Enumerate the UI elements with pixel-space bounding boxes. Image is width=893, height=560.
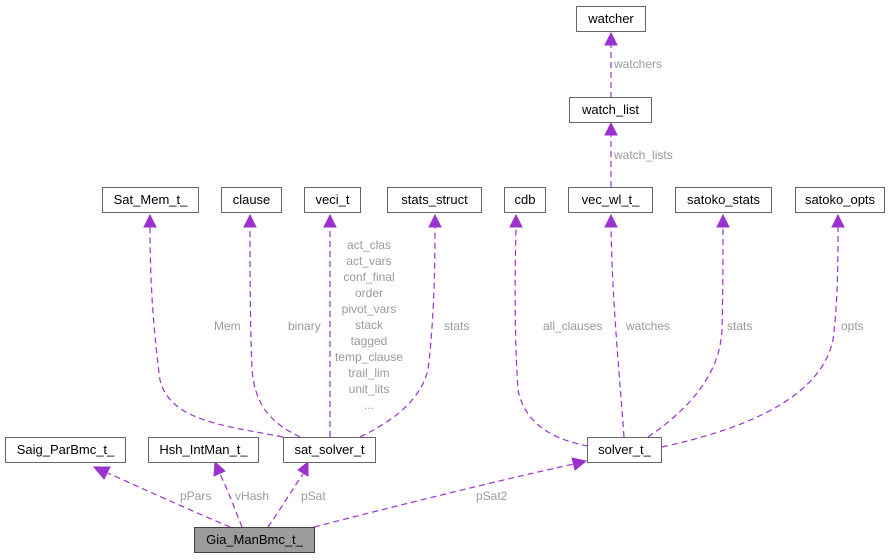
node-saig-parbmc[interactable]: Saig_ParBmc_t_ [5,437,126,463]
label-veci-field-temp-clause: temp_clause [335,350,403,364]
label-binary: binary [288,319,321,333]
label-veci-field-trail-lim: trail_lim [348,366,389,380]
label-watchers: watchers [613,57,662,71]
node-gia-manbmc-label: Gia_ManBmc_t_ [206,532,304,547]
node-saig-parbmc-label: Saig_ParBmc_t_ [17,442,115,457]
label-psat: pSat [301,489,326,503]
edge-gia-to-saig [92,466,231,528]
label-veci-field-ellipsis: ... [364,398,374,412]
label-psat2: pSat2 [476,489,508,503]
edge-vec-wl-to-watch-list [604,121,618,187]
node-veci[interactable]: veci_t [304,187,361,213]
node-cdb-label: cdb [515,192,536,207]
edge-solver-to-satoko-opts [661,213,845,448]
node-satoko-opts-label: satoko_opts [805,192,876,207]
node-watcher[interactable]: watcher [576,6,646,32]
edge-solver-to-satoko-stats [647,213,730,438]
node-satoko-opts[interactable]: satoko_opts [795,187,885,213]
edge-solver-to-vec-wl [604,213,625,438]
edge-gia-to-hsh [213,460,243,528]
edge-sat-solver-to-sat-mem [143,213,284,438]
label-veci-field-stack: stack [355,318,384,332]
node-sat-solver[interactable]: sat_solver_t [283,437,376,463]
node-vec-wl[interactable]: vec_wl_t_ [568,187,653,213]
node-hsh-intman-label: Hsh_IntMan_t_ [159,442,248,457]
label-vhash: vHash [235,489,269,503]
edge-gia-to-sat-solver [267,460,309,528]
label-veci-field-conf-final: conf_final [343,270,394,284]
node-hsh-intman[interactable]: Hsh_IntMan_t_ [148,437,259,463]
node-satoko-stats-label: satoko_stats [687,192,760,207]
label-mem: Mem [214,319,241,333]
label-veci-field-pivot-vars: pivot_vars [342,302,397,316]
node-clause-label: clause [233,192,271,207]
node-clause[interactable]: clause [221,187,282,213]
label-all-clauses: all_clauses [543,319,602,333]
label-stats-sat: stats [444,319,469,333]
node-veci-label: veci_t [316,192,350,207]
label-watch-lists: watch_lists [613,148,673,162]
node-watch-list[interactable]: watch_list [569,97,652,123]
node-sat-solver-label: sat_solver_t [294,442,364,457]
node-solver[interactable]: solver_t_ [587,437,662,463]
label-ppars: pPars [180,489,211,503]
label-stats-solver: stats [727,319,752,333]
node-stats-struct[interactable]: stats_struct [387,187,482,213]
label-veci-field-tagged: tagged [351,334,388,348]
edge-solver-to-cdb [509,213,589,447]
label-veci-field-order: order [355,286,383,300]
node-cdb[interactable]: cdb [504,187,546,213]
node-satoko-stats[interactable]: satoko_stats [675,187,772,213]
edge-sat-solver-to-veci [323,213,337,437]
node-vec-wl-label: vec_wl_t_ [582,192,641,207]
edge-gia-to-solver [313,457,588,528]
label-veci-field-act-vars: act_vars [346,254,391,268]
node-watcher-label: watcher [587,11,634,26]
node-sat-mem-label: Sat_Mem_t_ [114,192,188,207]
node-sat-mem[interactable]: Sat_Mem_t_ [102,187,199,213]
node-solver-label: solver_t_ [598,442,652,457]
label-veci-field-act-clas: act_clas [347,238,391,252]
edge-sat-solver-to-stats-struct [359,213,442,438]
node-watch-list-label: watch_list [581,102,639,117]
node-gia-manbmc[interactable]: Gia_ManBmc_t_ [194,527,315,553]
label-veci-field-unit-lits: unit_lits [349,382,390,396]
edge-watch-list-to-watcher [604,31,618,98]
edge-sat-solver-to-clause [243,213,301,438]
label-opts: opts [841,319,864,333]
label-watches: watches [625,319,670,333]
node-stats-struct-label: stats_struct [401,192,468,207]
